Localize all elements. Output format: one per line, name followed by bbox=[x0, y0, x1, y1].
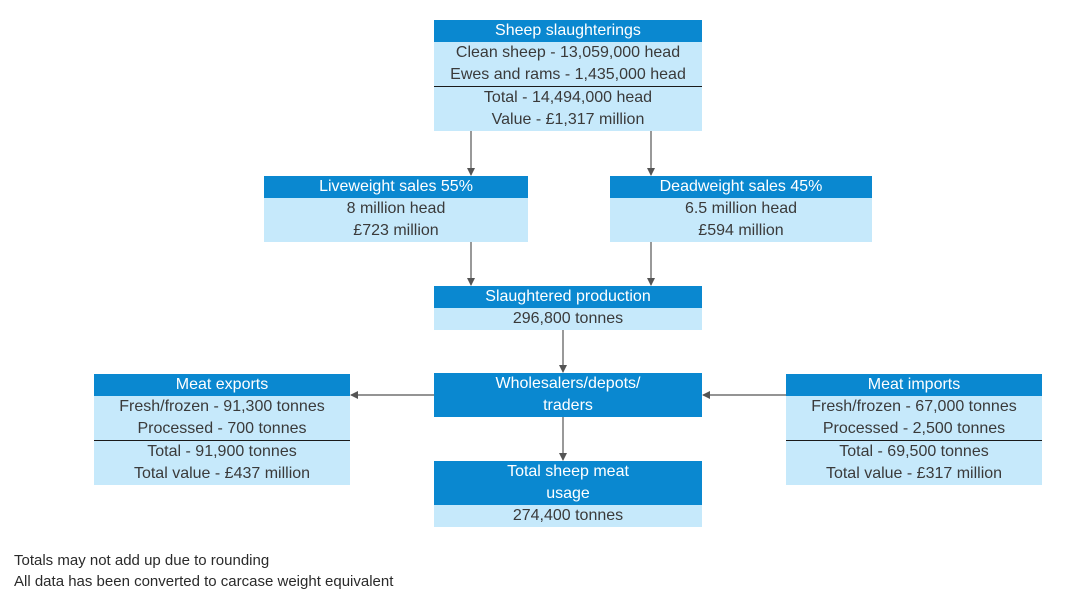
sheep-slaughterings-box: Sheep slaughterings Clean sheep - 13,059… bbox=[434, 20, 702, 131]
total-usage-title: Total sheep meat usage bbox=[434, 461, 702, 505]
slaughtered-production-body: 296,800 tonnes bbox=[434, 308, 702, 330]
imports-fresh-line: Fresh/frozen - 67,000 tonnes bbox=[811, 398, 1017, 415]
liveweight-value-line: £723 million bbox=[353, 222, 439, 239]
meat-imports-body: Fresh/frozen - 67,000 tonnes Processed -… bbox=[786, 396, 1042, 485]
slaughtered-production-box: Slaughtered production 296,800 tonnes bbox=[434, 286, 702, 330]
meat-exports-title: Meat exports bbox=[94, 374, 350, 396]
production-tonnes-line: 296,800 tonnes bbox=[512, 310, 624, 327]
deadweight-sales-title: Deadweight sales 45% bbox=[610, 176, 872, 198]
meat-imports-box: Meat imports Fresh/frozen - 67,000 tonne… bbox=[786, 374, 1042, 485]
exports-total: Total - 91,900 tonnes bbox=[147, 443, 297, 460]
clean-sheep-line: Clean sheep - 13,059,000 head bbox=[455, 44, 681, 61]
liveweight-sales-body: 8 million head £723 million bbox=[264, 198, 528, 242]
footnote-rounding: Totals may not add up due to rounding bbox=[14, 552, 270, 569]
exports-divider: Total - 91,900 tonnes Total value - £437… bbox=[94, 440, 350, 485]
exports-value: Total value - £437 million bbox=[133, 465, 311, 482]
wholesalers-box: Wholesalers/depots/ traders bbox=[434, 373, 702, 417]
slaughterings-value: Value - £1,317 million bbox=[491, 111, 645, 128]
deadweight-head-line: 6.5 million head bbox=[684, 200, 798, 217]
liveweight-sales-box: Liveweight sales 55% 8 million head £723… bbox=[264, 176, 528, 242]
usage-tonnes-line: 274,400 tonnes bbox=[512, 507, 624, 524]
imports-divider: Total - 69,500 tonnes Total value - £317… bbox=[786, 440, 1042, 485]
imports-value: Total value - £317 million bbox=[825, 465, 1003, 482]
footnote-carcase-weight: All data has been converted to carcase w… bbox=[14, 573, 394, 590]
sheep-slaughterings-title: Sheep slaughterings bbox=[434, 20, 702, 42]
meat-exports-box: Meat exports Fresh/frozen - 91,300 tonne… bbox=[94, 374, 350, 485]
exports-processed-line: Processed - 700 tonnes bbox=[137, 420, 307, 437]
imports-total: Total - 69,500 tonnes bbox=[839, 443, 989, 460]
deadweight-value-line: £594 million bbox=[698, 222, 784, 239]
ewes-rams-line: Ewes and rams - 1,435,000 head bbox=[450, 66, 686, 83]
total-usage-body: 274,400 tonnes bbox=[434, 505, 702, 527]
total-usage-box: Total sheep meat usage 274,400 tonnes bbox=[434, 461, 702, 527]
meat-exports-body: Fresh/frozen - 91,300 tonnes Processed -… bbox=[94, 396, 350, 485]
total-usage-title-line2: usage bbox=[546, 485, 590, 502]
exports-fresh-line: Fresh/frozen - 91,300 tonnes bbox=[119, 398, 325, 415]
slaughterings-divider: Total - 14,494,000 head Value - £1,317 m… bbox=[434, 86, 702, 131]
meat-imports-title: Meat imports bbox=[786, 374, 1042, 396]
liveweight-head-line: 8 million head bbox=[346, 200, 446, 217]
slaughtered-production-title: Slaughtered production bbox=[434, 286, 702, 308]
imports-processed-line: Processed - 2,500 tonnes bbox=[822, 420, 1006, 437]
wholesalers-line2: traders bbox=[543, 397, 593, 414]
wholesalers-line1: Wholesalers/depots/ bbox=[495, 375, 641, 392]
liveweight-sales-title: Liveweight sales 55% bbox=[264, 176, 528, 198]
total-usage-title-line1: Total sheep meat bbox=[507, 463, 629, 480]
deadweight-sales-body: 6.5 million head £594 million bbox=[610, 198, 872, 242]
slaughterings-total: Total - 14,494,000 head bbox=[483, 89, 653, 106]
deadweight-sales-box: Deadweight sales 45% 6.5 million head £5… bbox=[610, 176, 872, 242]
sheep-slaughterings-body: Clean sheep - 13,059,000 head Ewes and r… bbox=[434, 42, 702, 131]
